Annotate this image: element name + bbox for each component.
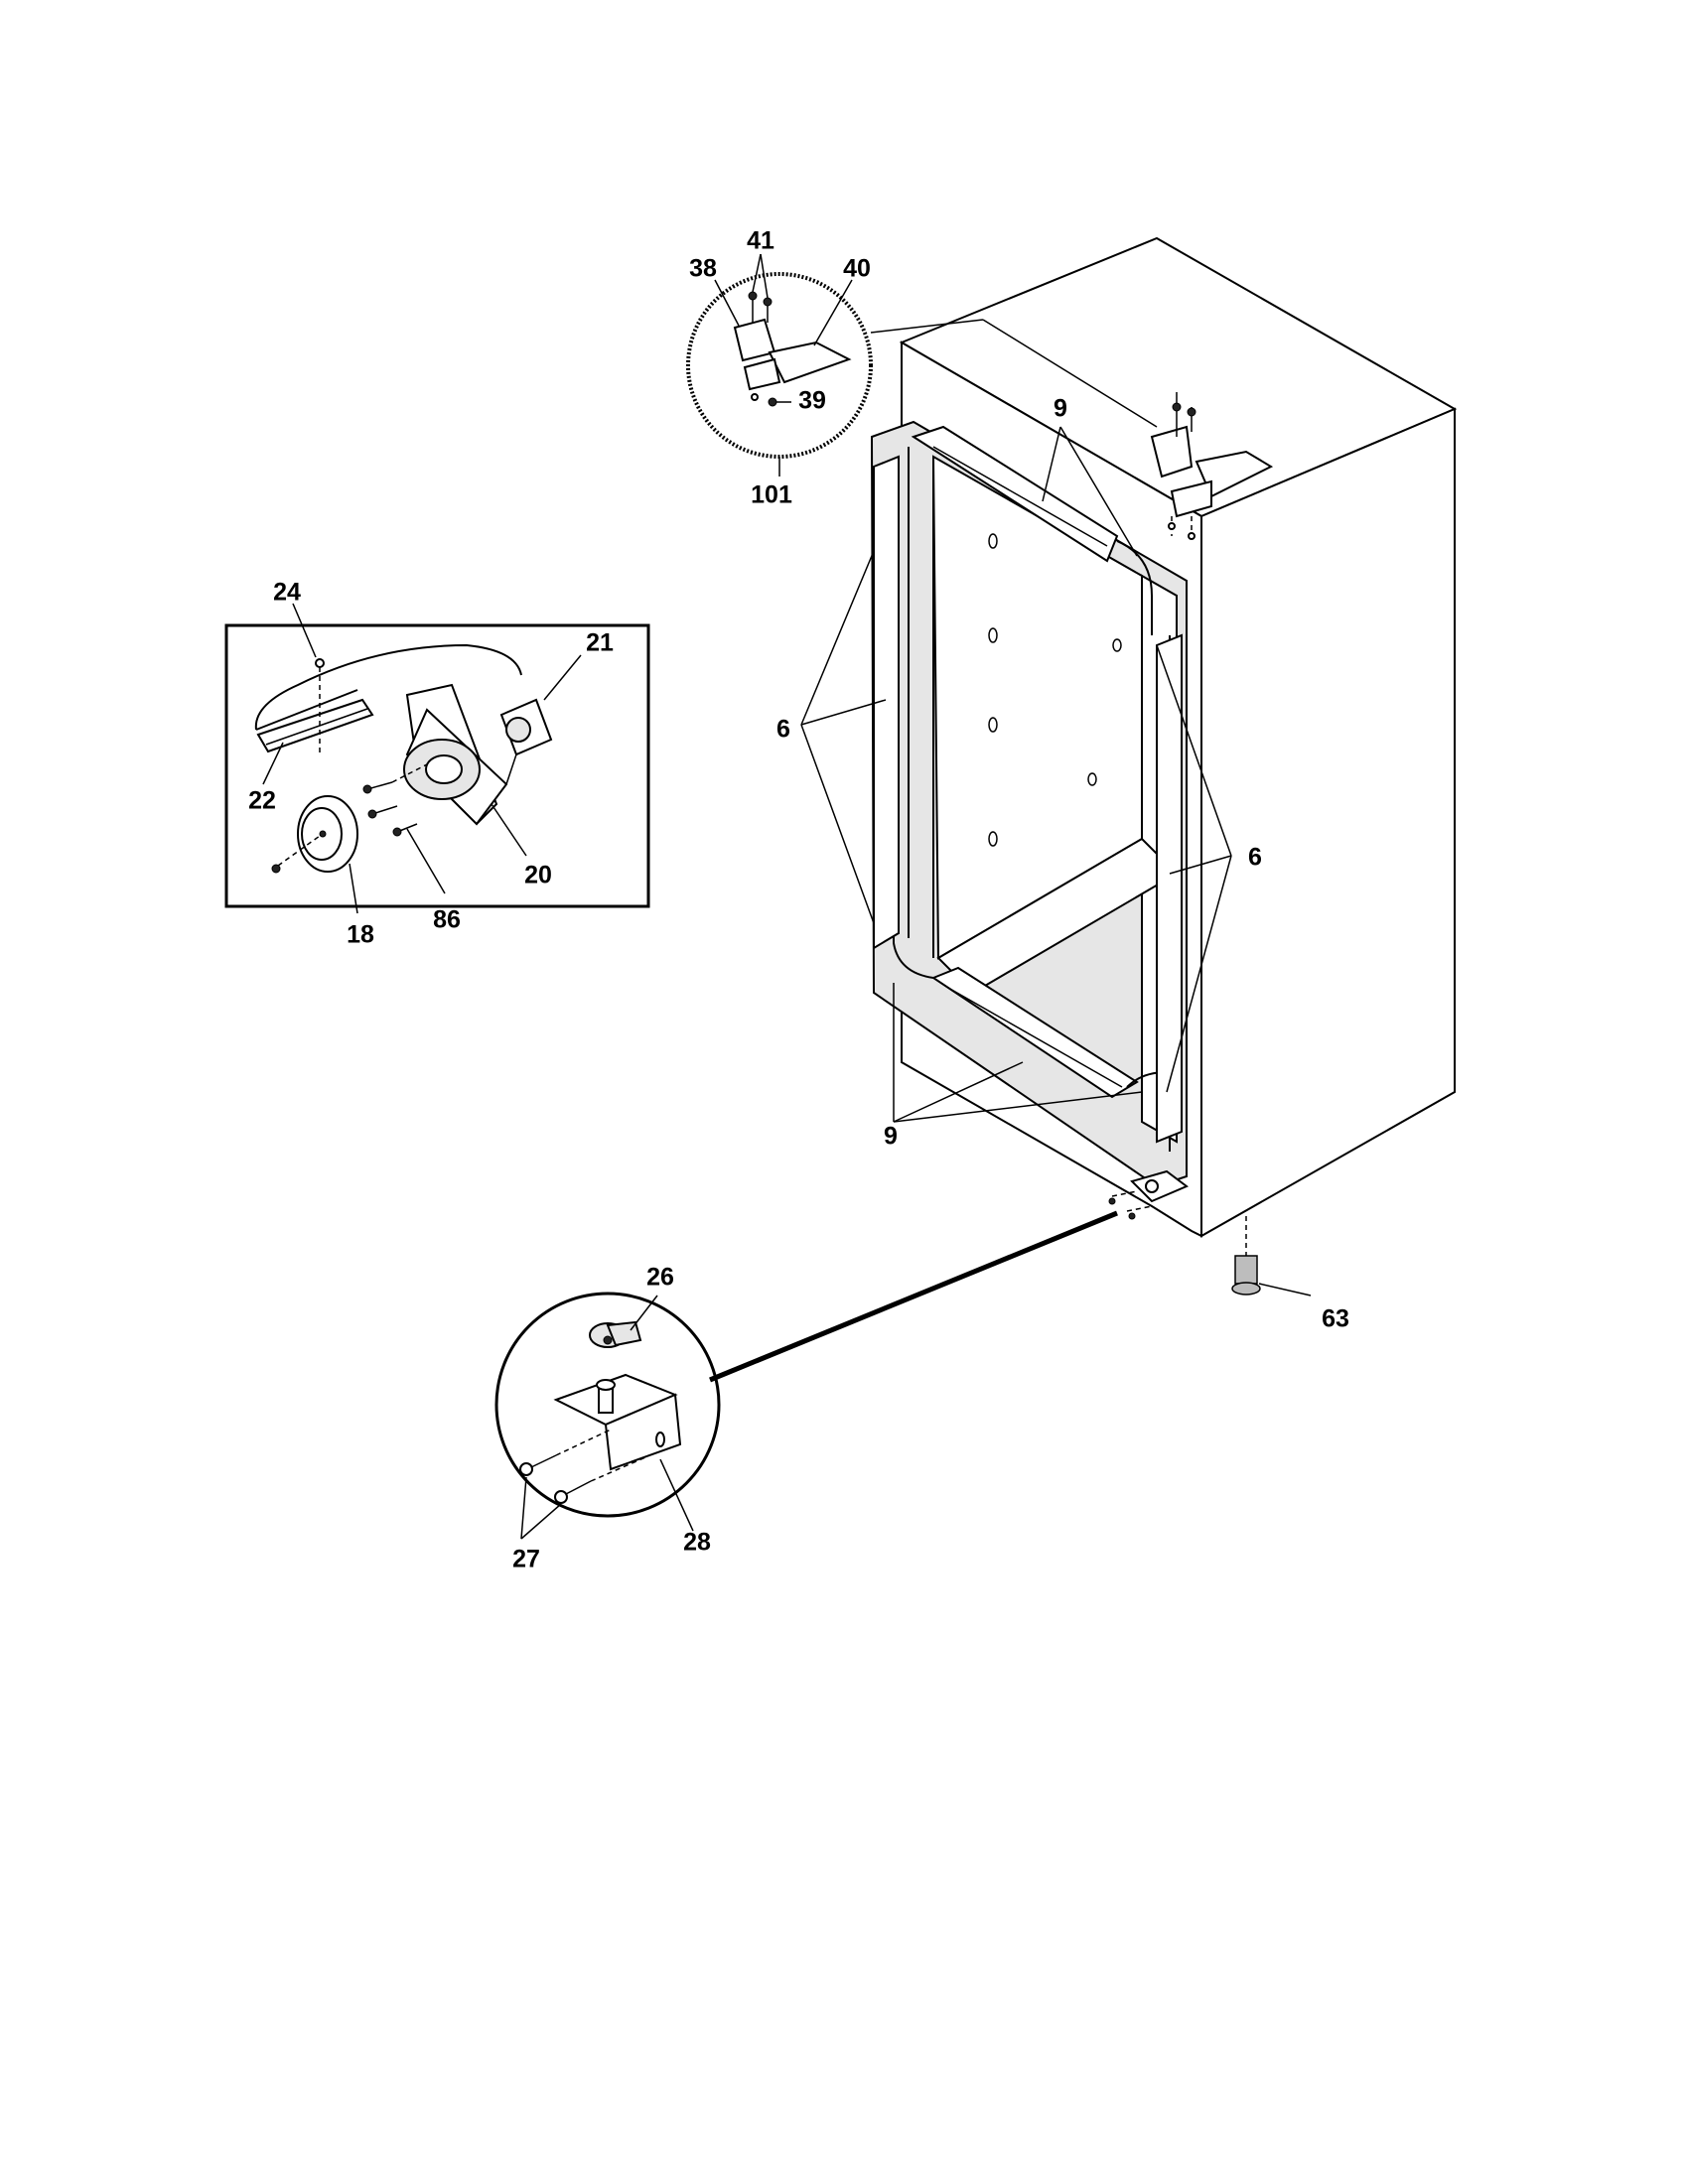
label-21: 21 xyxy=(586,629,614,657)
screws-86 xyxy=(362,763,428,837)
label-20: 20 xyxy=(524,862,552,889)
label-101: 101 xyxy=(751,481,792,509)
label-41: 41 xyxy=(747,227,774,255)
label-28: 28 xyxy=(683,1529,711,1557)
control-assembly-inset xyxy=(224,623,650,908)
label-39: 39 xyxy=(798,387,826,415)
label-63: 63 xyxy=(1322,1305,1349,1333)
label-9-bottom: 9 xyxy=(884,1123,898,1151)
part-labels: 41 38 40 39 101 9 24 21 6 22 20 18 86 6 … xyxy=(248,227,1349,1573)
bottom-detail-leaders xyxy=(520,1295,694,1540)
gasket-top xyxy=(911,425,1153,635)
top-detail-leaders xyxy=(714,253,853,477)
label-86: 86 xyxy=(433,906,461,934)
label-22: 22 xyxy=(248,787,276,815)
label-6-right: 6 xyxy=(1248,844,1262,872)
screws-27 xyxy=(519,1429,646,1504)
label-27: 27 xyxy=(512,1546,540,1573)
top-hinge-assembly xyxy=(1150,392,1274,540)
gasket-right xyxy=(1156,633,1183,1144)
top-hinge-detail-circle xyxy=(686,272,1158,459)
liner-holes xyxy=(988,533,1122,847)
label-40: 40 xyxy=(843,255,871,283)
label-9-top: 9 xyxy=(1054,395,1067,423)
bottom-hinge-assembly xyxy=(1108,1169,1189,1220)
label-24: 24 xyxy=(273,579,301,607)
control-leaders xyxy=(262,603,582,914)
label-6-left: 6 xyxy=(776,716,790,744)
label-38: 38 xyxy=(689,255,717,283)
label-26: 26 xyxy=(646,1264,674,1292)
leveling-leg xyxy=(1231,1216,1261,1296)
gasket-leaders xyxy=(800,426,1312,1297)
label-18: 18 xyxy=(347,921,374,949)
bottom-hinge-detail-circle xyxy=(494,1210,1118,1518)
gasket-left xyxy=(873,455,900,950)
